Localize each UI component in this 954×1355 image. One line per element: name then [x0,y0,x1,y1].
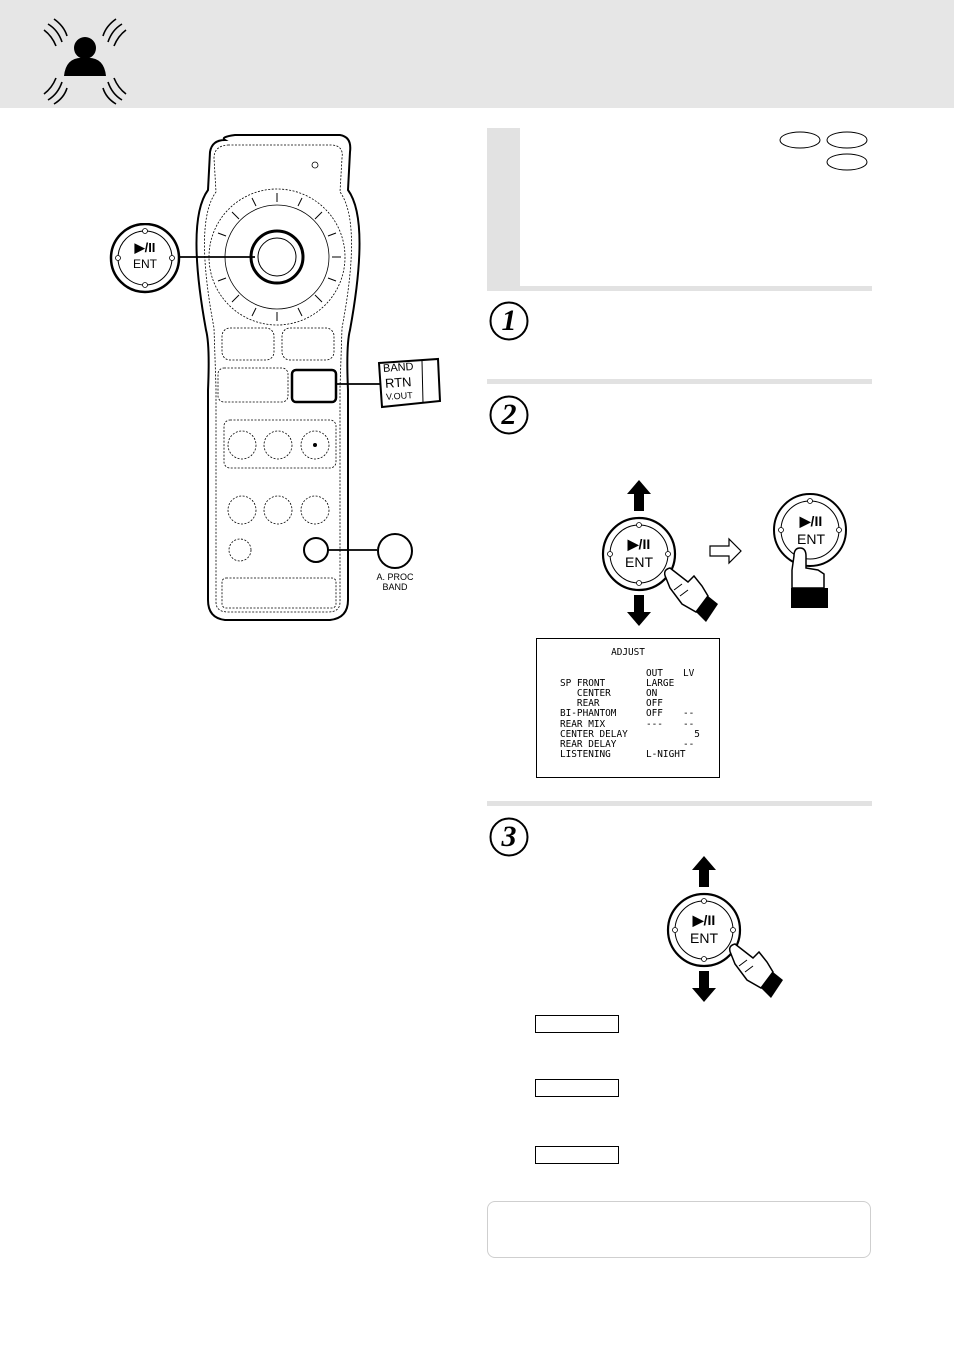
step2-enter-playpause: ▶/II [627,536,651,552]
note-box [487,1201,871,1258]
adjust-row-out: OFF [646,698,663,709]
section-divider [487,379,872,384]
adjust-header-out: OUT [646,668,663,679]
step-2-number: 2 [501,398,517,431]
step-2-badge [489,395,529,435]
option-box [535,1079,619,1097]
rtn-label: RTN [384,374,412,391]
step3-enter-illustration [666,856,783,1002]
step-3-number: 3 [501,820,517,853]
down-arrow-icon [692,971,716,1002]
adjust-row-out: L-NIGHT [646,749,686,760]
adjust-screen: ADJUST OUT LV SP FRONT LARGE CENTER ON R… [536,638,720,778]
step2-confirm-playpause: ▶/II [799,513,823,529]
pressing-hand-icon [728,943,783,998]
aproc-label: A. PROC [376,572,414,582]
listener-sound-icon [43,18,127,105]
band-label: BAND [382,360,414,376]
adjust-row-out: LARGE [646,678,675,689]
step2-enter-illustration [601,480,718,626]
band-callout-button [377,357,442,409]
enter-callout-button [109,223,181,294]
adjust-row-label: SP FRONT [560,678,606,689]
step-1-number: 1 [501,304,517,337]
adjust-row-label: CENTER [560,688,611,699]
vout-label: V.OUT [385,390,414,402]
step-1-badge [489,301,529,341]
adjust-row-lv: -- [683,708,695,719]
pressing-hand-icon [663,567,718,622]
adjust-row-label: LISTENING [560,749,611,760]
up-arrow-icon [627,480,651,511]
next-arrow-icon [709,537,742,565]
adjust-row-lv: 5 [683,729,700,740]
step3-enter-playpause: ▶/II [692,912,716,928]
option-box [535,1146,619,1164]
aproc-band-label: BAND [382,582,408,592]
step3-enter-label: ENT [690,930,718,946]
adjust-row-label: REAR [560,698,600,709]
intro-side-band [487,128,520,288]
adjust-row-label: BI-PHANTOM [560,708,617,719]
adjust-row-label: REAR MIX [560,719,606,730]
adjust-row-lv: -- [683,719,695,730]
step2-confirm-label: ENT [797,531,825,547]
adjust-row-label: CENTER DELAY [560,729,628,740]
enter-callout-playpause: ▶/II [134,240,156,255]
adjust-row-out: OFF [646,708,663,719]
up-arrow-icon [692,856,716,887]
adjust-row-label: REAR DELAY [560,739,617,750]
remote-control-illustration [178,134,380,621]
pressing-finger-icon [791,547,828,608]
step2-confirm-illustration [773,493,847,608]
page-header [0,0,954,108]
adjust-title: ADJUST [611,647,645,658]
step-3-badge [489,817,529,857]
aproc-callout-button [377,533,413,569]
down-arrow-icon [627,595,651,626]
adjust-row-out: ON [646,688,658,699]
adjust-row-lv: -- [683,739,695,750]
adjust-header-lv: LV [683,668,695,679]
section-divider [487,801,872,806]
option-box [535,1015,619,1033]
step2-enter-label: ENT [625,554,653,570]
disc-type-badges [779,131,868,171]
section-divider [487,286,872,291]
adjust-row-out: --- [646,719,663,730]
enter-callout-label: ENT [133,257,157,271]
